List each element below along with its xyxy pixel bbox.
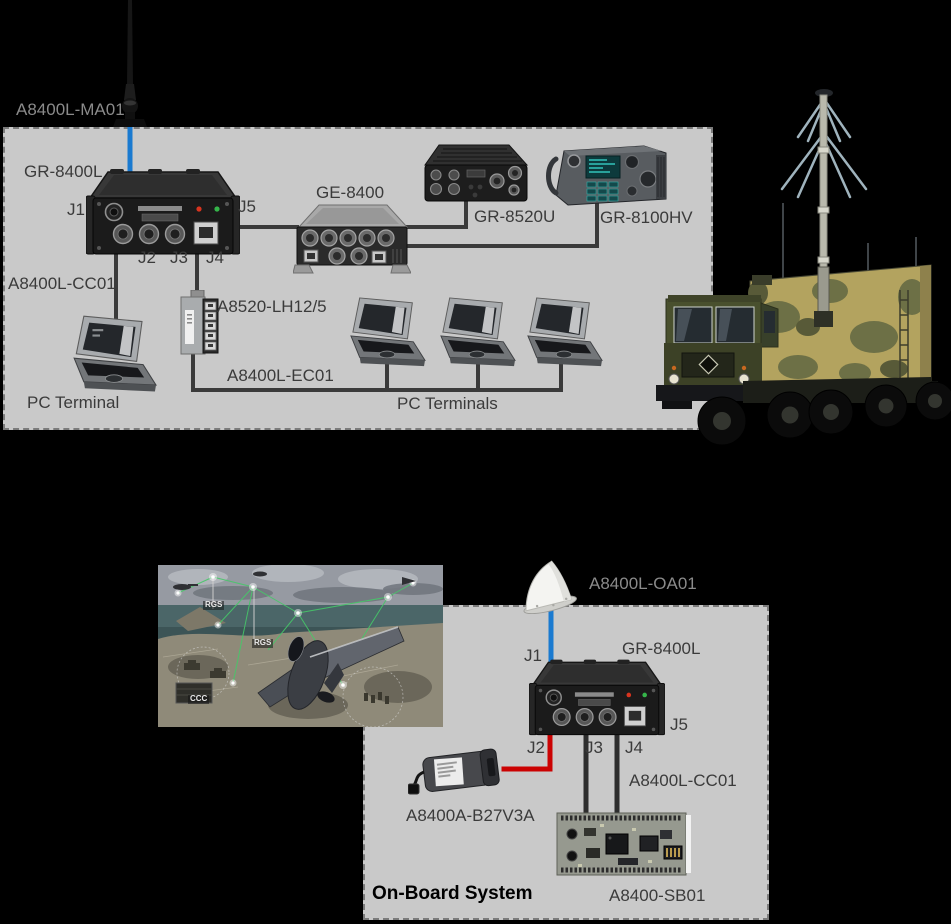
battery-label: A8400A-B27V3A <box>406 806 535 825</box>
port-j3-top-label: J3 <box>170 248 188 267</box>
port-j5-top-label: J5 <box>238 197 256 216</box>
pc-terminals-label: PC Terminals <box>397 394 498 413</box>
ge8400-unit-icon <box>293 204 411 274</box>
scene-rgs-label-1: RGS <box>203 600 225 610</box>
ethernet-cable-label: A8400L-EC01 <box>227 366 334 385</box>
blade-antenna-icon <box>523 560 577 614</box>
port-j4-top-label: J4 <box>206 248 224 267</box>
wire-ge8400-to-gr8520u <box>402 198 468 229</box>
pc-terminal-label: PC Terminal <box>27 393 120 412</box>
port-j4-bottom-label: J4 <box>625 738 643 757</box>
pc-terminal-1-icon <box>350 297 426 367</box>
command-vehicle-icon <box>656 89 951 446</box>
power-cable-red <box>501 727 553 772</box>
port-j5-bottom-label: J5 <box>670 715 688 734</box>
wire-ge8400-to-gr8100hv <box>400 200 599 248</box>
ethernet-switch-icon <box>180 290 219 355</box>
port-j2-bottom-label: J2 <box>527 738 545 757</box>
gr8100hv-radio-icon <box>546 145 667 206</box>
port-j1-top-label: J1 <box>67 200 85 219</box>
port-j2-top-label: J2 <box>138 248 156 267</box>
mast-antenna-label: A8400L-MA01 <box>16 100 125 119</box>
scene-rgs-label-2: RGS <box>252 638 274 648</box>
pc-terminal-3-icon <box>527 297 603 367</box>
uhf-radio-label: GR-8520U <box>474 207 556 226</box>
scene-ccc-label: CCC <box>188 694 210 704</box>
lan-switch-label: A8520-LH12/5 <box>217 297 327 316</box>
battlefield-scene-art <box>158 564 443 728</box>
pc-terminal-icon <box>73 315 158 392</box>
gr8400l-radio-bottom-icon <box>529 659 665 736</box>
whip-antenna-icon <box>113 0 147 127</box>
radio-bottom-label: GR-8400L <box>622 639 701 658</box>
gr8520u-radio-icon <box>424 144 529 202</box>
board-label: A8400-SB01 <box>609 886 706 905</box>
blade-antenna-label: A8400L-OA01 <box>589 574 697 593</box>
radio-top-label: GR-8400L <box>24 162 103 181</box>
port-j1-bottom-label: J1 <box>524 646 542 665</box>
extension-unit-label: GE-8400 <box>316 183 385 202</box>
gr8400l-radio-top-icon <box>86 169 240 255</box>
sb01-board-icon <box>556 812 691 876</box>
fighter-jet-silhouette <box>257 626 405 710</box>
port-j3-bottom-label: J3 <box>585 738 603 757</box>
battlefield-scene-image: RGS RGS CCC <box>158 564 443 728</box>
battery-pack-icon <box>408 748 500 795</box>
hf-radio-label: GR-8100HV <box>600 208 693 227</box>
pc-cable-label: A8400L-CC01 <box>8 274 116 293</box>
onboard-system-title: On-Board System <box>372 883 533 904</box>
pc-terminal-2-icon <box>440 297 516 367</box>
control-cable-label: A8400L-CC01 <box>629 771 737 790</box>
